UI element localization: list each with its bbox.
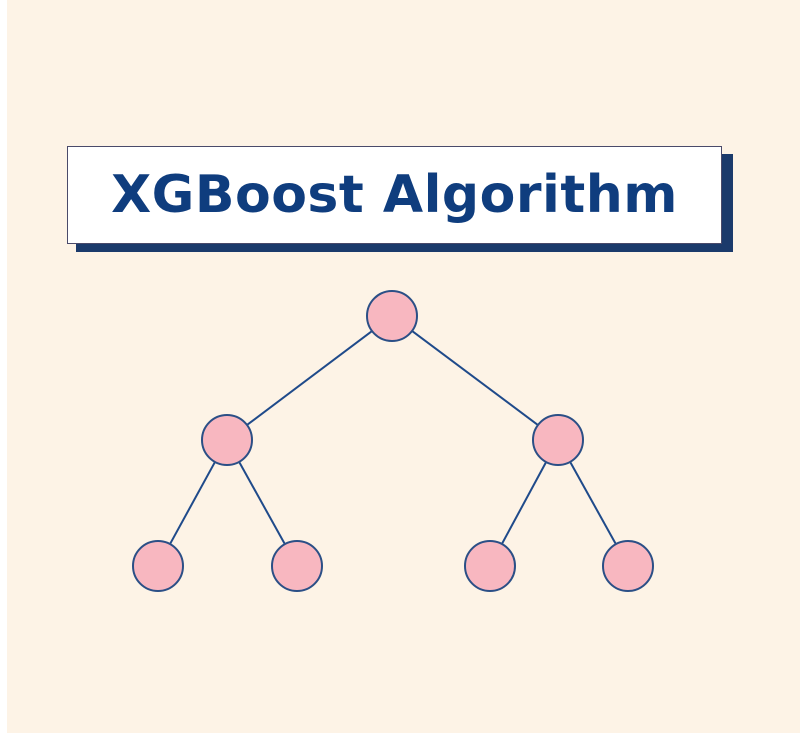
tree-edge-left-to-left-right <box>238 461 286 545</box>
tree-node-left-right <box>271 540 323 592</box>
tree-node-left <box>201 414 253 466</box>
diagram-background <box>7 0 800 733</box>
tree-edge-root-to-left <box>246 330 373 426</box>
tree-node-right-right <box>602 540 654 592</box>
tree-edges <box>169 330 617 545</box>
tree-edge-right-to-right-left <box>500 461 548 545</box>
tree-node-left-left <box>132 540 184 592</box>
tree-node-root <box>366 290 418 342</box>
title-box: XGBoost Algorithm <box>67 146 722 244</box>
tree-node-right <box>532 414 584 466</box>
tree-node-right-left <box>464 540 516 592</box>
tree-edge-root-to-right <box>411 330 539 426</box>
page-title: XGBoost Algorithm <box>111 165 678 225</box>
tree-edge-left-to-left-left <box>169 461 216 545</box>
tree-nodes <box>132 290 654 592</box>
tree-edge-right-to-right-right <box>569 461 617 545</box>
